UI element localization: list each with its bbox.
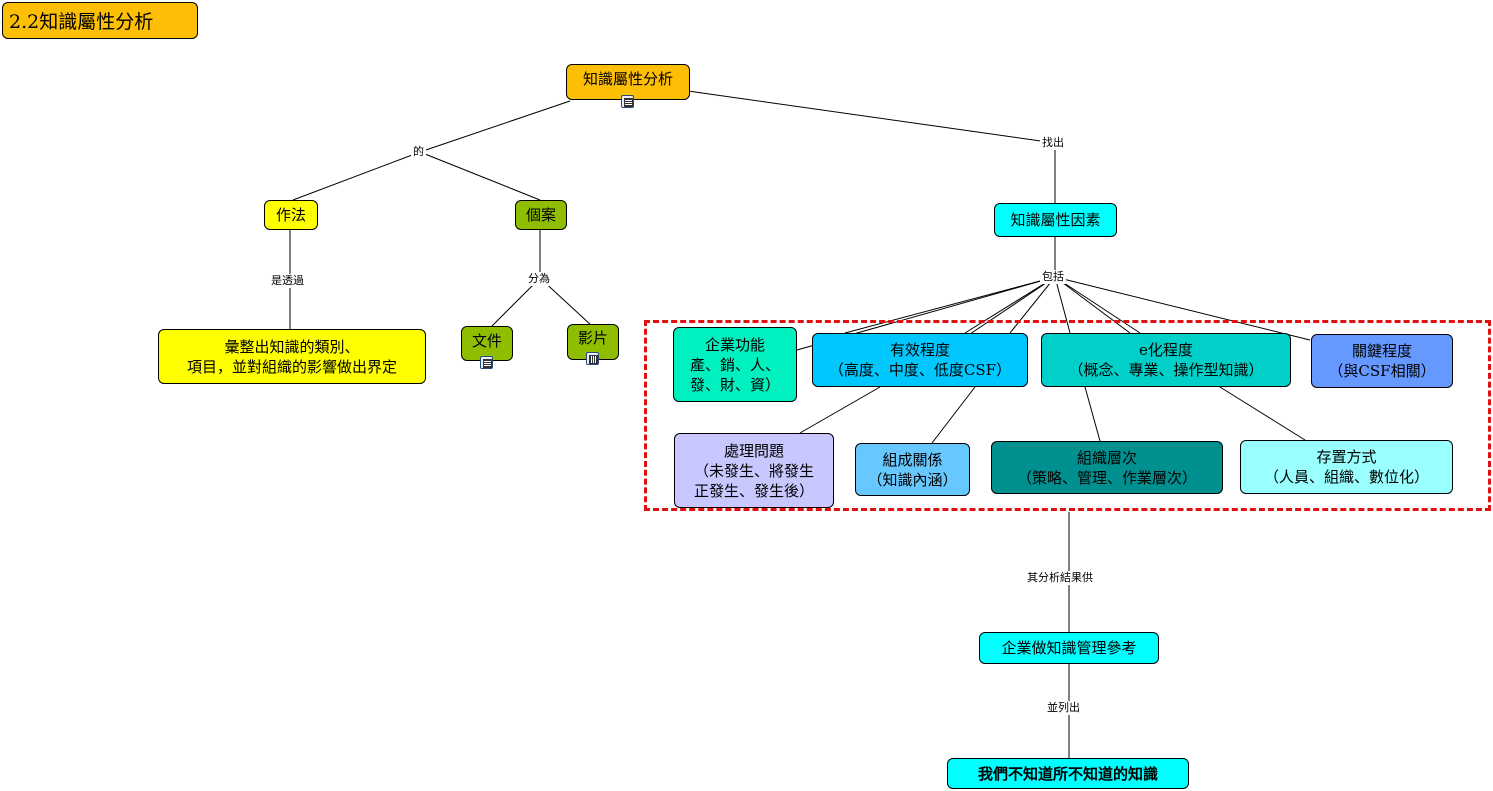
link-label-supply: 其分析結果供 xyxy=(1025,571,1095,585)
composition-node[interactable]: 組成關係 （知識內涵） xyxy=(855,443,970,496)
problem-node[interactable]: 處理問題 （未發生、將發生 正發生、發生後） xyxy=(674,433,834,508)
link-label-divided: 分為 xyxy=(526,272,552,286)
link-label-find: 找出 xyxy=(1040,136,1066,150)
root-node[interactable]: 知識屬性分析 xyxy=(566,64,690,100)
document-node[interactable]: 文件 xyxy=(461,326,513,361)
case-node[interactable]: 個案 xyxy=(515,200,567,230)
criticality-node[interactable]: 關鍵程度 （與CSF相關） xyxy=(1311,334,1453,388)
org-level-node[interactable]: 組織層次 （策略、管理、作業層次） xyxy=(991,441,1223,494)
effectiveness-node[interactable]: 有效程度 （高度、中度、低度CSF） xyxy=(812,333,1028,387)
storage-node[interactable]: 存置方式 （人員、組織、數位化） xyxy=(1240,440,1453,494)
document-icon[interactable] xyxy=(621,95,634,108)
summary-node[interactable]: 彙整出知識的類別、 項目，並對組織的影響做出界定 xyxy=(158,329,426,384)
link-label-list: 並列出 xyxy=(1045,701,1082,715)
method-node[interactable]: 作法 xyxy=(264,200,318,230)
unknown-knowledge-node[interactable]: 我們不知道所不知道的知識 xyxy=(947,758,1189,789)
video-icon[interactable] xyxy=(586,352,599,365)
link-label-include: 包括 xyxy=(1040,270,1066,284)
reference-node[interactable]: 企業做知識管理參考 xyxy=(979,632,1159,664)
root-node-label: 知識屬性分析 xyxy=(582,70,673,88)
link-label-via: 是透過 xyxy=(269,274,306,288)
factor-node[interactable]: 知識屬性因素 xyxy=(994,203,1117,237)
enterprise-function-node[interactable]: 企業功能 產、銷、人、 發、財、資） xyxy=(673,327,797,402)
document-icon[interactable] xyxy=(480,356,493,369)
factor-group-box xyxy=(644,320,1491,511)
page-title: 2.2知識屬性分析 xyxy=(2,2,198,39)
link-label-of: 的 xyxy=(411,145,426,159)
digitization-node[interactable]: e化程度 （概念、專業、操作型知識） xyxy=(1041,333,1291,387)
